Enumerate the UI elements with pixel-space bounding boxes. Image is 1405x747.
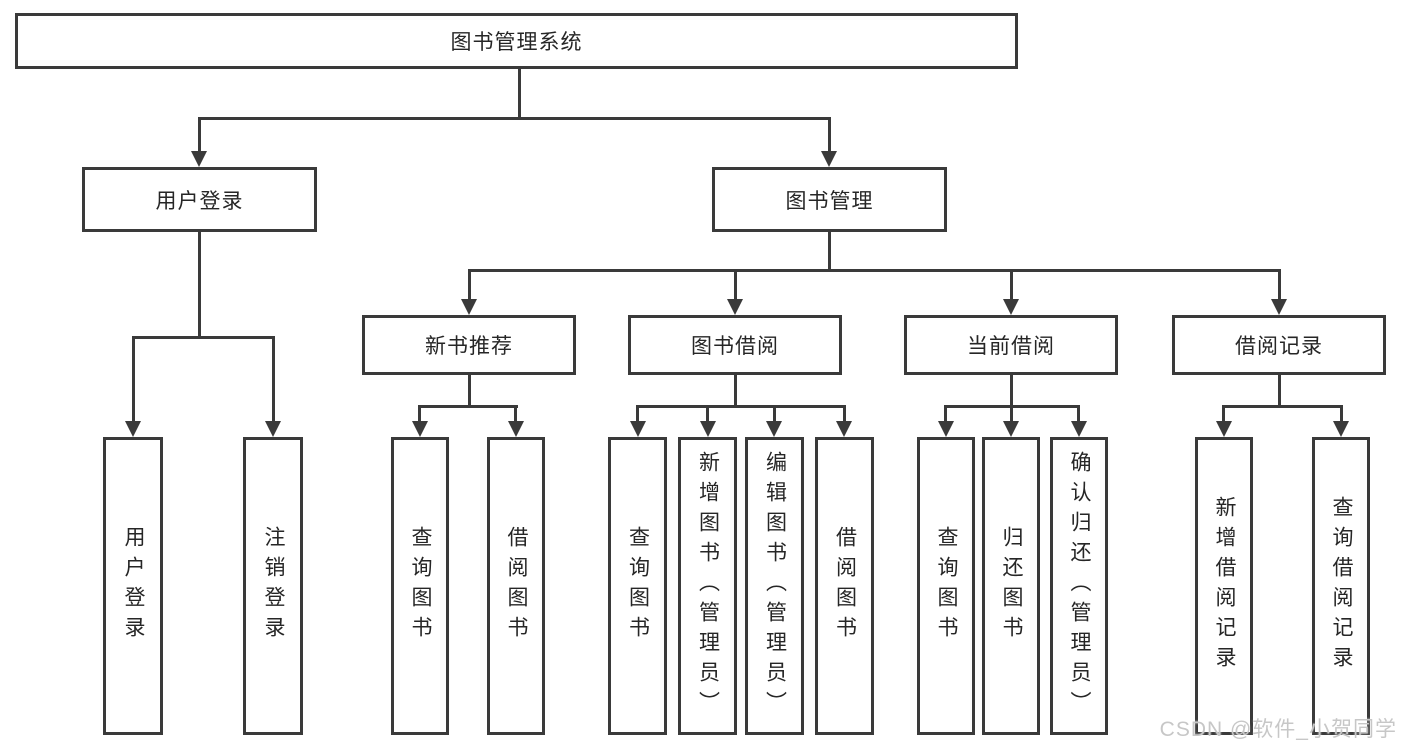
arrowhead: [1271, 299, 1287, 315]
node-borrow-records: 借阅记录: [1172, 315, 1386, 375]
connector-line: [132, 336, 135, 425]
leaf-query-books-2-label: 查询图书: [626, 526, 650, 646]
connector-line: [636, 405, 846, 408]
leaf-logout-label: 注销登录: [262, 526, 285, 646]
node-book-borrow-label: 图书借阅: [691, 335, 779, 358]
node-book-management: 图书管理: [712, 167, 947, 232]
arrowhead: [836, 421, 852, 437]
leaf-add-borrow-record: 新增借阅记录: [1195, 437, 1253, 735]
connector-line: [1077, 405, 1080, 425]
leaf-confirm-return-admin: 确认归还（管理员）: [1050, 437, 1108, 735]
leaf-edit-books-admin: 编辑图书（管理员）: [745, 437, 804, 735]
node-current-borrow: 当前借阅: [904, 315, 1118, 375]
arrowhead: [1333, 421, 1349, 437]
connector-line: [773, 405, 776, 425]
connector-line: [418, 405, 421, 425]
leaf-query-books-3-label: 查询图书: [935, 526, 958, 646]
connector-line: [198, 117, 201, 155]
arrowhead: [1071, 421, 1087, 437]
connector-line: [734, 269, 737, 303]
arrowhead: [508, 421, 524, 437]
arrowhead: [727, 299, 743, 315]
leaf-user-login: 用户登录: [103, 437, 163, 735]
connector-line: [636, 405, 639, 425]
leaf-query-borrow-record-label: 查询借阅记录: [1330, 496, 1353, 676]
connector-line: [734, 375, 737, 408]
node-new-book-recommend-label: 新书推荐: [425, 335, 513, 358]
node-book-borrow: 图书借阅: [628, 315, 842, 375]
connector-line: [1010, 375, 1013, 408]
connector-line: [1010, 405, 1013, 425]
connector-line: [198, 117, 831, 120]
connector-line: [468, 375, 471, 408]
leaf-return-books: 归还图书: [982, 437, 1040, 735]
connector-line: [843, 405, 846, 425]
node-book-management-label: 图书管理: [785, 189, 874, 213]
connector-line: [272, 336, 275, 425]
leaf-query-books-1: 查询图书: [391, 437, 449, 735]
leaf-add-borrow-record-label: 新增借阅记录: [1213, 496, 1236, 676]
leaf-return-books-label: 归还图书: [1000, 526, 1023, 646]
leaf-query-books-3: 查询图书: [917, 437, 975, 735]
leaf-add-books-admin-label: 新增图书（管理员）: [696, 451, 720, 721]
leaf-add-books-admin: 新增图书（管理员）: [678, 437, 737, 735]
leaf-user-login-label: 用户登录: [122, 526, 145, 646]
arrowhead: [1216, 421, 1232, 437]
connector-line: [514, 405, 517, 425]
arrowhead: [1003, 299, 1019, 315]
leaf-query-books-1-label: 查询图书: [409, 526, 432, 646]
leaf-borrow-books-1-label: 借阅图书: [505, 526, 528, 646]
connector-line: [418, 405, 518, 408]
leaf-borrow-books-1: 借阅图书: [487, 437, 545, 735]
connector-line: [944, 405, 947, 425]
connector-line: [1010, 269, 1013, 303]
connector-line: [706, 405, 709, 425]
leaf-confirm-return-admin-label: 确认归还（管理员）: [1068, 451, 1091, 721]
connector-line: [518, 69, 521, 120]
leaf-logout: 注销登录: [243, 437, 303, 735]
connector-line: [1340, 405, 1343, 425]
arrowhead: [1003, 421, 1019, 437]
arrowhead: [700, 421, 716, 437]
arrowhead: [766, 421, 782, 437]
leaf-query-borrow-record: 查询借阅记录: [1312, 437, 1370, 735]
arrowhead: [191, 151, 207, 167]
connector-line: [468, 269, 471, 303]
arrowhead: [461, 299, 477, 315]
connector-line: [828, 117, 831, 155]
node-current-borrow-label: 当前借阅: [967, 335, 1055, 358]
csdn-watermark: CSDN @软件_小贺同学: [1159, 718, 1397, 741]
connector-line: [1278, 375, 1281, 408]
leaf-borrow-books-2-label: 借阅图书: [833, 526, 857, 646]
arrowhead: [938, 421, 954, 437]
arrowhead: [630, 421, 646, 437]
leaf-edit-books-admin-label: 编辑图书（管理员）: [763, 451, 787, 721]
arrowhead: [125, 421, 141, 437]
node-user-login: 用户登录: [82, 167, 317, 232]
connector-line: [132, 336, 275, 339]
node-root-label: 图书管理系统: [450, 31, 583, 54]
connector-line: [198, 232, 201, 339]
node-borrow-records-label: 借阅记录: [1235, 335, 1323, 358]
node-root: 图书管理系统: [15, 13, 1018, 69]
node-user-login-label: 用户登录: [155, 189, 244, 213]
node-new-book-recommend: 新书推荐: [362, 315, 576, 375]
arrowhead: [821, 151, 837, 167]
connector-line: [1278, 269, 1281, 303]
leaf-query-books-2: 查询图书: [608, 437, 667, 735]
leaf-borrow-books-2: 借阅图书: [815, 437, 874, 735]
connector-line: [1222, 405, 1343, 408]
connector-line: [1222, 405, 1225, 425]
arrowhead: [265, 421, 281, 437]
arrowhead: [412, 421, 428, 437]
connector-line: [468, 269, 1281, 272]
connector-line: [828, 232, 831, 272]
